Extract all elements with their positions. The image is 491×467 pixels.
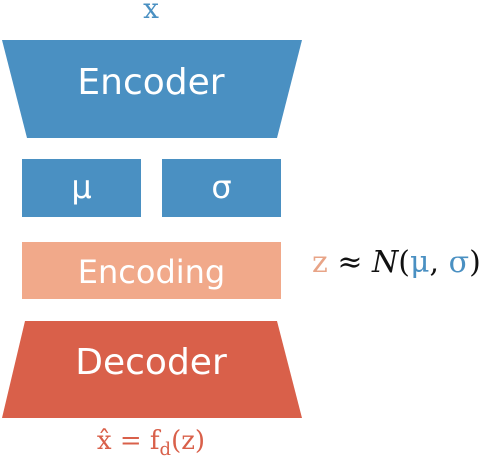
latent-distribution-equation: z ≈ N(μ, σ): [312, 245, 481, 280]
eq-normal: N: [372, 245, 399, 280]
sigma-label: σ: [211, 168, 232, 206]
eq-comma: ,: [429, 245, 449, 280]
eq-z: z: [312, 245, 328, 280]
eq-approx: ≈: [327, 245, 373, 280]
sigma-block: [162, 159, 281, 217]
encoder-label: Encoder: [77, 62, 225, 103]
eq-subscript-d: d: [159, 439, 172, 461]
reconstruction-equation: x̂ = fd(z): [0, 426, 302, 460]
eq-close-paren: ): [469, 245, 481, 280]
encoding-label: Encoding: [77, 253, 226, 291]
eq-arg: (z): [171, 426, 206, 456]
eq-sigma: σ: [448, 245, 470, 280]
encoder-block: [2, 40, 302, 138]
eq-equals-f: = f: [111, 426, 160, 456]
eq-xhat: x̂: [96, 426, 112, 456]
input-x-label: x: [143, 0, 159, 25]
decoder-label: Decoder: [75, 342, 227, 383]
eq-mu: μ: [410, 245, 430, 280]
eq-open-paren: (: [398, 245, 410, 280]
mu-label: μ: [71, 168, 92, 206]
encoding-block: [22, 242, 281, 299]
mu-block: [22, 159, 141, 217]
decoder-block: [2, 321, 302, 418]
